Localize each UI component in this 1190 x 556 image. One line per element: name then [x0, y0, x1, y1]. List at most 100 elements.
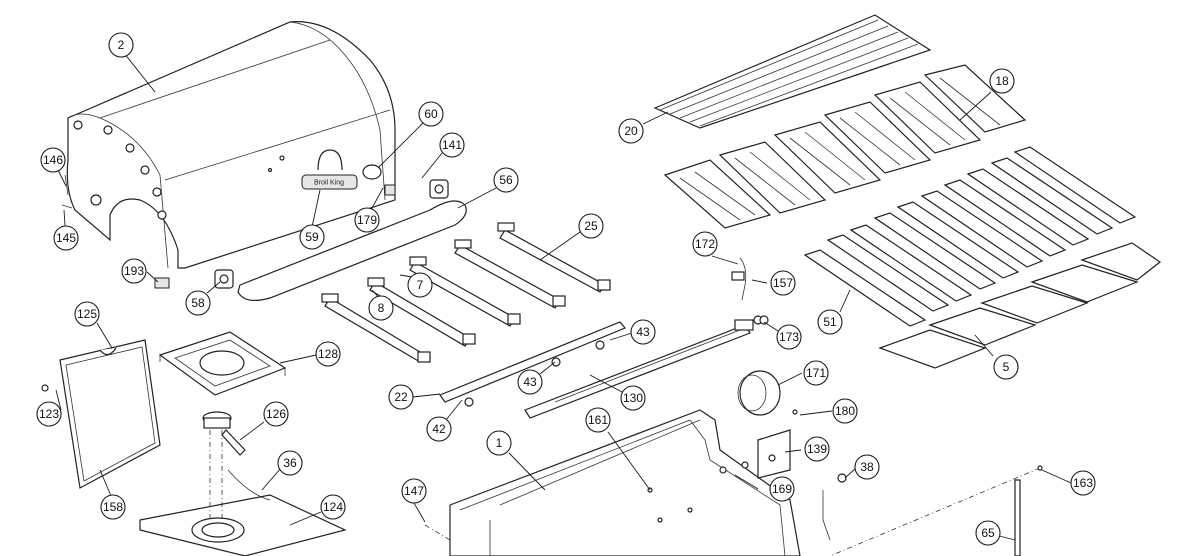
callout-7-text: 7 — [417, 278, 424, 292]
lid-logo-text: Broil King — [314, 180, 344, 187]
callout-171-text: 171 — [806, 366, 826, 380]
callout-130-text: 130 — [623, 391, 643, 405]
callout-141-text: 141 — [442, 138, 462, 152]
callout-163: 163 — [1070, 470, 1096, 496]
firebox-part — [449, 409, 801, 556]
callout-139: 139 — [804, 436, 830, 462]
callout-180: 180 — [832, 398, 858, 424]
callout-161-text: 161 — [588, 413, 608, 427]
cart-panel-part — [424, 465, 1043, 556]
callout-1-text: 1 — [496, 436, 503, 450]
callout-124: 124 — [320, 494, 346, 520]
callout-65-text: 65 — [981, 526, 995, 540]
callout-43a: 43 — [630, 319, 656, 345]
callout-38-text: 38 — [860, 460, 874, 474]
side-burner-part — [139, 411, 347, 556]
callout-169-text: 169 — [772, 482, 792, 496]
callout-141: 141 — [439, 132, 465, 158]
callout-7: 7 — [407, 272, 433, 298]
cooking-grids-part — [663, 64, 1027, 229]
callout-51-text: 51 — [823, 315, 837, 329]
callout-51: 51 — [817, 309, 843, 335]
side-grate-part — [158, 331, 287, 396]
callout-126: 126 — [263, 401, 289, 427]
callout-193: 193 — [121, 258, 147, 284]
callout-161: 161 — [585, 407, 611, 433]
callout-173-text: 173 — [779, 330, 799, 344]
callout-145: 145 — [53, 225, 79, 251]
callout-18-text: 18 — [995, 74, 1009, 88]
callout-2: 2 — [108, 32, 134, 58]
callout-158-text: 158 — [103, 500, 123, 514]
callout-42: 42 — [426, 416, 452, 442]
callout-123-text: 123 — [39, 407, 59, 421]
heat-tents-part — [878, 242, 1162, 369]
burners-part — [321, 222, 611, 363]
callout-180-text: 180 — [835, 404, 855, 418]
callout-157-text: 157 — [773, 276, 793, 290]
callout-158: 158 — [100, 494, 126, 520]
callout-172: 172 — [692, 231, 718, 257]
side-shelf-part — [41, 339, 161, 489]
flavorizer-bars-part — [803, 146, 1137, 327]
callout-145-text: 145 — [56, 231, 76, 245]
callout-43a-text: 43 — [636, 325, 650, 339]
callout-5-text: 5 — [1003, 360, 1010, 374]
callout-2-text: 2 — [118, 38, 125, 52]
callout-58-text: 58 — [191, 296, 205, 310]
callout-179-text: 179 — [357, 213, 377, 227]
callout-124-text: 124 — [323, 500, 343, 514]
callout-8: 8 — [368, 295, 394, 321]
callout-59: 59 — [299, 224, 325, 250]
callout-38: 38 — [854, 454, 880, 480]
callout-60: 60 — [418, 101, 444, 127]
callout-42-text: 42 — [432, 422, 446, 436]
callout-5: 5 — [993, 354, 1019, 380]
callout-146: 146 — [40, 147, 66, 173]
callout-20-text: 20 — [624, 124, 638, 138]
callout-20: 20 — [618, 118, 644, 144]
callout-59-text: 59 — [305, 230, 319, 244]
callout-58: 58 — [185, 290, 211, 316]
callout-179: 179 — [354, 207, 380, 233]
callout-125: 125 — [74, 301, 100, 327]
lid-screws — [61, 174, 73, 209]
callout-123: 123 — [36, 401, 62, 427]
callout-172-text: 172 — [695, 237, 715, 251]
callout-65: 65 — [975, 520, 1001, 546]
ignitor-parts — [719, 257, 847, 541]
callout-193-text: 193 — [124, 264, 144, 278]
callout-8-text: 8 — [378, 301, 385, 315]
callout-157: 157 — [770, 270, 796, 296]
callout-43b-text: 43 — [523, 375, 537, 389]
callout-147-text: 147 — [404, 484, 424, 498]
callout-22: 22 — [388, 384, 414, 410]
callout-25: 25 — [578, 213, 604, 239]
callout-56: 56 — [493, 167, 519, 193]
callout-60-text: 60 — [424, 107, 438, 121]
callout-36-text: 36 — [283, 456, 297, 470]
callout-36: 36 — [277, 450, 303, 476]
manifold-part — [439, 319, 754, 419]
callout-126-text: 126 — [266, 407, 286, 421]
callout-22-text: 22 — [394, 390, 408, 404]
handle-part — [154, 179, 467, 302]
callout-139-text: 139 — [807, 442, 827, 456]
callout-128-text: 128 — [318, 347, 338, 361]
warming-rack-part — [653, 14, 932, 129]
callout-56-text: 56 — [499, 173, 513, 187]
lid-part: Broil King — [66, 21, 396, 269]
callout-1: 1 — [486, 430, 512, 456]
callout-25-text: 25 — [584, 219, 598, 233]
callout-171: 171 — [803, 360, 829, 386]
callout-173: 173 — [776, 324, 802, 350]
callout-43b: 43 — [517, 369, 543, 395]
callout-125-text: 125 — [77, 307, 97, 321]
callout-128: 128 — [315, 341, 341, 367]
callout-146-text: 146 — [43, 153, 63, 167]
callout-169: 169 — [769, 476, 795, 502]
callout-18: 18 — [989, 68, 1015, 94]
callout-147: 147 — [401, 478, 427, 504]
callout-163-text: 163 — [1073, 476, 1093, 490]
